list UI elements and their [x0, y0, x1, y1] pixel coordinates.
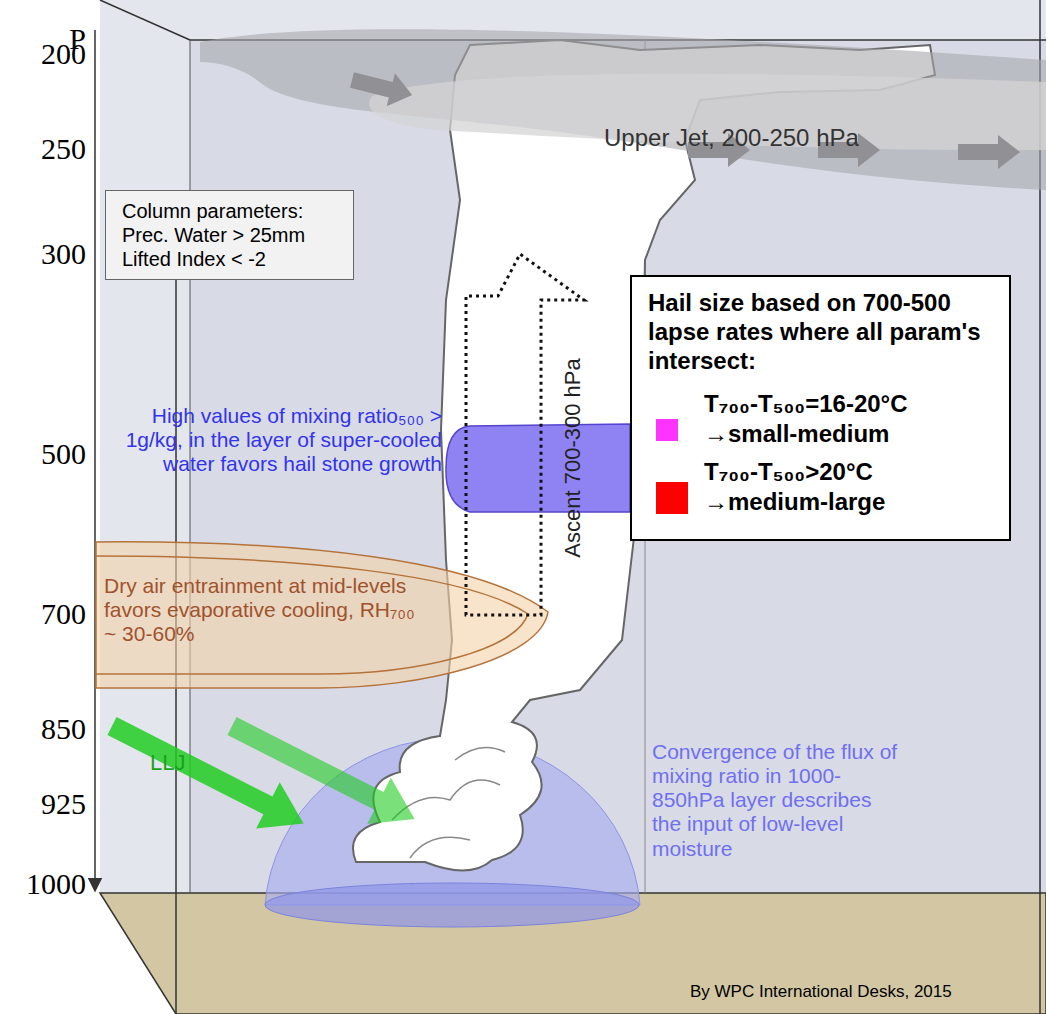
dry-air-band-edge [96, 556, 528, 674]
pressure-level: 700 [0, 597, 86, 632]
legend-row: T₇₀₀-T₅₀₀>20°C →medium-large [656, 457, 993, 517]
llj-arrow [100, 703, 315, 847]
legend-text: T₇₀₀-T₅₀₀>20°C →medium-large [704, 457, 966, 517]
legend-row: T₇₀₀-T₅₀₀=16-20°C →small-medium [656, 389, 993, 449]
pressure-axis [94, 30, 96, 885]
pressure-level: 850 [0, 712, 86, 747]
pressure-level: 200 [0, 37, 86, 72]
jet-label: Upper Jet, 200-250 hPa [604, 124, 964, 152]
box-edge [100, 0, 190, 40]
jet-arrow [958, 135, 1020, 169]
legend-box: Hail size based on 700-500 lapse rates w… [630, 275, 1011, 541]
pressure-level: 500 [0, 437, 86, 472]
legend-swatch [656, 482, 688, 514]
parameter-box: Column parameters: Prec. Water > 25mm Li… [105, 190, 354, 280]
ascent-label: Ascent 700-300 hPa [560, 358, 585, 557]
legend-text: T₇₀₀-T₅₀₀=16-20°C →small-medium [704, 389, 966, 449]
pressure-level: 1000 [0, 867, 86, 902]
dome-base [265, 883, 639, 927]
front-ground [100, 0, 1046, 893]
pressure-level: 250 [0, 132, 86, 167]
convergence-note: Convergence of the flux of mixing ratio … [652, 740, 902, 861]
supercooled-note: High values of mixing ratio₅₀₀ > 1g/kg, … [110, 404, 442, 476]
legend-swatch [656, 419, 678, 441]
legend: T₇₀₀-T₅₀₀=16-20°C →small-mediumT₇₀₀-T₅₀₀… [648, 389, 993, 517]
pressure-level: 925 [0, 787, 86, 822]
pressure-level: 300 [0, 237, 86, 272]
supercooled-layer [446, 424, 630, 512]
dry-air-note: Dry air entrainment at mid-levels favors… [104, 574, 422, 646]
box-text: Hail size based on 700-500 lapse rates w… [648, 289, 993, 375]
cloud-detail [392, 748, 505, 859]
llj-label: LLJ [150, 750, 210, 775]
llj-arrow [220, 703, 426, 842]
jet-arrow [348, 64, 416, 112]
credit: By WPC International Desks, 2015 [690, 982, 1030, 1002]
jet-outer [200, 29, 1046, 190]
box-text: Column parameters: Prec. Water > 25mm Li… [122, 199, 337, 271]
